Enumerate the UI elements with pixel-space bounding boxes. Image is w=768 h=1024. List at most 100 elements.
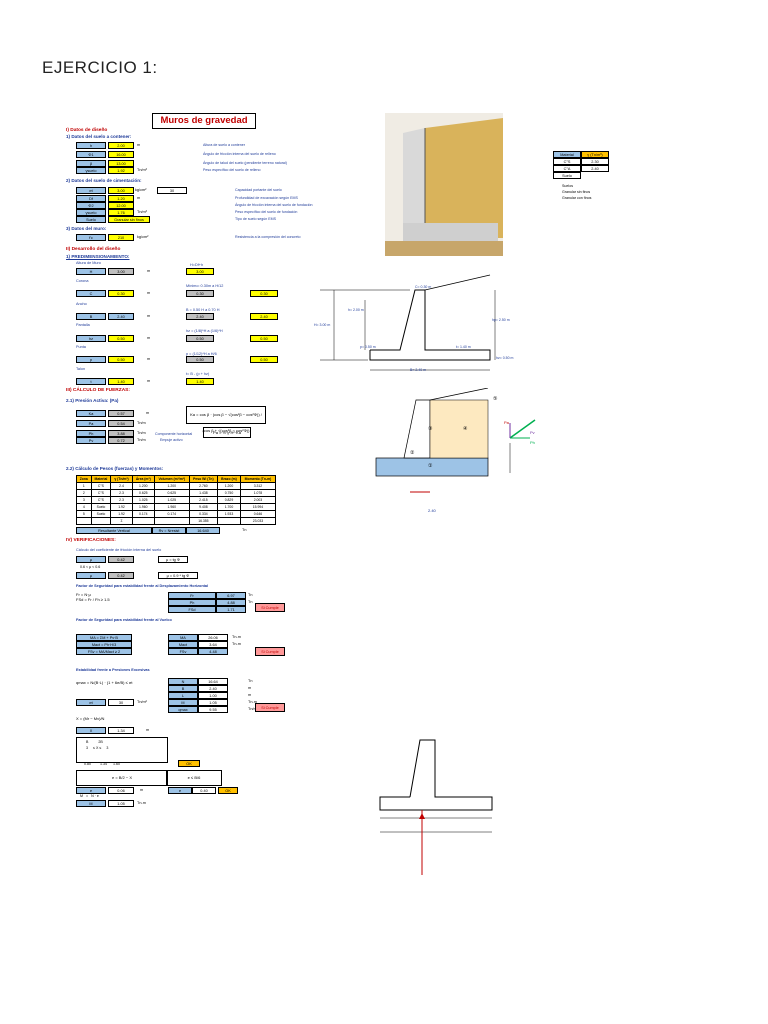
predim-label-screen: Pantalla [76, 323, 90, 327]
zone-label-2: ② [410, 450, 415, 456]
zone-label-1: ① [428, 463, 433, 469]
pa-formula-box: Pa = ½·γ·H²·Ka [203, 427, 251, 438]
table-cell: 0.625 [153, 489, 190, 497]
sigma-symbol: σt [76, 187, 106, 194]
sigma-value: 3.00 [108, 187, 134, 194]
table-cell: 0.750 [217, 489, 241, 497]
subsection-soil-retain: 1) Datos del suelo a contener: [66, 134, 132, 139]
fc-value: 210 [108, 234, 134, 241]
soil-type-symbol: Suelo [76, 216, 106, 223]
table-cell: 1.200 [153, 482, 190, 490]
b-symbol: B [168, 685, 198, 692]
predim-result-width-a: 2.40 [186, 313, 214, 320]
fh-unit: Tn [248, 600, 253, 604]
b-unit: m [248, 686, 252, 690]
zone-label-4: ④ [463, 426, 468, 432]
phi2-symbol: Φ2 [76, 202, 106, 209]
predim-result-toe: 0.50 [250, 356, 278, 363]
vertical-resultant-symbol: Rv = Nresist [152, 527, 186, 534]
mv-formula: Mact = Ph·H/3 [76, 641, 132, 648]
pv-symbol: Pv [76, 437, 106, 444]
predim-value-heel: 1.40 [108, 378, 134, 385]
predim-formula-toe: p = (1/12)*H a H/6 [186, 352, 217, 356]
predim-label-crown: Corona [76, 279, 89, 283]
predim-symbol-screen: hz [76, 335, 106, 342]
legend-list-2: Granular con finos [562, 196, 592, 200]
fsd-value: 1.71 [216, 606, 246, 613]
table-cell: 2 [76, 489, 92, 497]
pa-value: 0.54 [108, 420, 134, 427]
table-cell: C°S [90, 482, 112, 490]
predim-symbol-crown: C [76, 290, 106, 297]
pv-note: Empuje activo [160, 438, 183, 442]
sigma-t-value: 30 [108, 699, 134, 706]
table-cell: 1.92 [110, 510, 133, 518]
subsection-foundation: 2) Datos del suelo de cimentación: [66, 178, 142, 183]
fr-symbol: Fr [168, 592, 216, 599]
table-cell: 0.829 [217, 496, 241, 504]
fsv-formula: FSv = MA/Mact ≥ 2 [76, 648, 132, 655]
x-value: 1.34 [108, 727, 134, 734]
fc-unit: kg/cm² [137, 235, 149, 239]
b-value: 2.40 [198, 685, 228, 692]
zones-width-label: 2.40 [428, 508, 436, 513]
section-heading-ii: II) Desarrollo del diseño [66, 247, 121, 252]
predim-result-crown-a: 0.30 [186, 290, 214, 297]
table-cell: 1.960 [153, 503, 190, 511]
mu2-value: 0.42 [108, 572, 134, 579]
table-cell: 1 [76, 482, 92, 490]
table-cell: 5 [76, 510, 92, 518]
predim-result-width: 2.40 [250, 313, 278, 320]
subsection-active-pressure: 2.1) Presión Activa: (Pa) [66, 398, 119, 403]
diag-p-label: p= 0.50 m [360, 345, 376, 349]
table-cell: 1.200 [131, 482, 155, 490]
predim-label-height: Altura de Muro [76, 261, 101, 265]
col-moment: Momento (Tn-m) [239, 475, 277, 483]
table-cell: 0.625 [131, 489, 155, 497]
predim-label-heel: Talon [76, 367, 86, 371]
predim-value-crown: 0.30 [108, 290, 134, 297]
table-cell: 9.408 [188, 503, 219, 511]
m-formula: M = N · e [80, 794, 99, 798]
table-cell: 16.355 [188, 517, 219, 525]
sigma-t-unit: Tn/m² [137, 700, 147, 704]
table-cell: Suelo [90, 510, 112, 518]
table-cell: 1.078 [239, 489, 277, 497]
fsv-symbol: FSv [168, 648, 198, 655]
mu2-formula: μ = 0.9 * tg Φ [158, 572, 198, 579]
legend-row2-val: 2.40 [581, 165, 609, 172]
predim-result-heel: 1.40 [186, 378, 214, 385]
table-cell [90, 517, 112, 525]
table-cell: 0.174 [153, 510, 190, 518]
diag-H-label: H= 3.00 m [314, 323, 331, 327]
table-cell [217, 517, 241, 525]
predim-unit-toe: m [147, 357, 151, 361]
fr-unit: Tn [248, 593, 253, 597]
e-unit: m [140, 788, 144, 792]
table-cell: Suelo [90, 503, 112, 511]
predim-symbol-toe: p [76, 356, 106, 363]
legend-row1-val: 2.30 [581, 158, 609, 165]
middle-third-box [76, 737, 168, 763]
df-unit: m [137, 196, 141, 200]
ph-symbol: Ph [76, 430, 106, 437]
mu-condition: 0.6 < μ < 0.6 [80, 565, 101, 569]
col-area: Área (m²) [131, 475, 155, 483]
df-value: 1.20 [108, 195, 134, 202]
gamma2-value: 1.76 [108, 209, 134, 216]
beta-value: 13.00 [108, 160, 134, 167]
legend-list-1: Granular sin finos [562, 190, 591, 194]
predim-unit-height: m [147, 269, 151, 273]
gamma-unit: Tn/m³ [137, 168, 147, 172]
sigma-desc: Capacidad portante del suelo [235, 188, 282, 192]
ka-unit: m [146, 411, 150, 415]
predim-result-toe-a: 0.50 [186, 356, 214, 363]
ph-unit: Tn/m [137, 431, 146, 435]
m-value: 1.05 [198, 699, 228, 706]
